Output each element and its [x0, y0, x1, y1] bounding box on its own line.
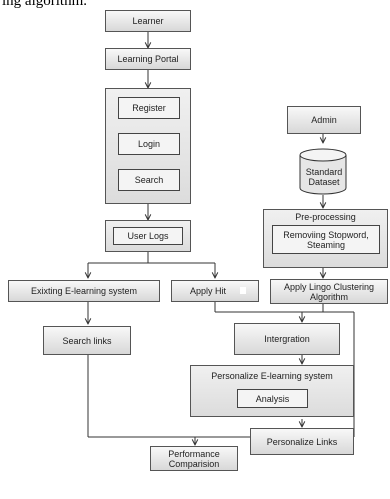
performance-node: Performance Comparision: [150, 446, 238, 471]
caption-fragment: ing algorithm.: [2, 0, 87, 9]
admin-node: Admin: [287, 106, 361, 134]
personalize-title: Personalize E-learning system: [211, 371, 333, 381]
personalize-links-node: Personalize Links: [250, 428, 354, 455]
dataset-cylinder-shape: [299, 148, 347, 195]
search-links-node: Search links: [43, 326, 131, 355]
standard-dataset-label: Standard Dataset: [305, 167, 343, 187]
preprocessing-inner-node: Removiing Stopword, Steaming: [272, 225, 380, 254]
personalize-group: [190, 365, 354, 417]
user-logs-node: User Logs: [113, 227, 183, 245]
apply-lingo-node: Apply Lingo Clustering Algorithm: [270, 279, 388, 304]
apply-hit-label: Apply Hit: [190, 286, 227, 296]
login-node: Login: [118, 133, 180, 155]
analysis-node: Analysis: [237, 389, 308, 408]
preprocessing-title: Pre-processing: [295, 212, 356, 222]
learner-node: Learner: [105, 10, 191, 32]
integration-node: Intergration: [234, 323, 340, 355]
apply-hit-node: Apply Hit: [171, 280, 259, 302]
white-square-mark: [240, 287, 246, 294]
register-node: Register: [118, 97, 180, 119]
existing-system-node: Exixting E-learning system: [8, 280, 160, 302]
search-node: Search: [118, 169, 180, 191]
learning-portal-node: Learning Portal: [105, 48, 191, 70]
